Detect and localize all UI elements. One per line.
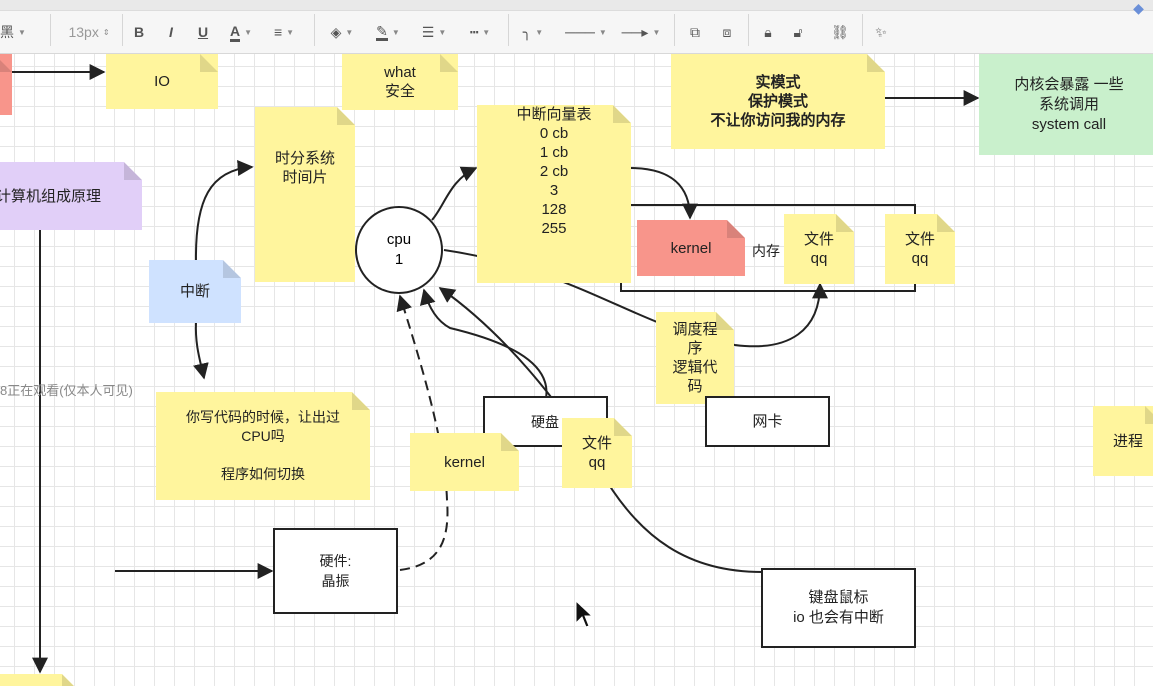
- send-back-icon: ⧈: [722, 23, 732, 40]
- scheduler-note[interactable]: 调度程 序 逻辑代 码: [656, 312, 734, 404]
- file-qq-label-3: 文件 qq: [581, 435, 612, 471]
- send-back-button[interactable]: ⧈: [714, 18, 740, 46]
- what-note[interactable]: what 安全: [342, 54, 458, 110]
- unlock-button[interactable]: 🔓︎: [786, 18, 810, 46]
- cpu-label: cpu 1: [386, 231, 412, 268]
- interrupt-label: 中断: [179, 283, 210, 300]
- network-card-label: 网卡: [752, 412, 783, 430]
- line-style-button[interactable]: ───▼: [565, 24, 607, 40]
- align-button[interactable]: ≡▼: [273, 24, 295, 40]
- yield-cpu-label: 你写代码的时候，让出过 CPU吗 程序如何切换: [186, 409, 340, 482]
- memory-label: 内存: [752, 243, 780, 259]
- file-qq-note-3[interactable]: 文件 qq: [562, 418, 632, 488]
- bring-front-icon: ⧉: [690, 23, 700, 40]
- font-family-select[interactable]: 黑▼: [0, 24, 26, 40]
- file-qq-note-1[interactable]: 文件 qq: [784, 214, 854, 284]
- mouse-cursor-icon: [575, 599, 594, 628]
- edge-disk-to-cpu[interactable]: [419, 288, 548, 399]
- lock-icon: 🔒︎: [764, 23, 772, 40]
- edge-vector-to-kernel[interactable]: [629, 167, 698, 220]
- fill-color-button[interactable]: ◈▼: [330, 23, 354, 40]
- line-icon: ───: [565, 24, 595, 40]
- diagram-canvas[interactable]: IO what 安全 时分系统 时间片 中断向量表 0 cb 1 cb 2 cb…: [0, 54, 1153, 686]
- line-width-button[interactable]: ☰▼: [421, 23, 447, 40]
- computer-principle-note[interactable]: 计算机组成原理: [0, 162, 142, 230]
- io-label: IO: [154, 73, 170, 90]
- bold-label: B: [133, 24, 145, 40]
- underline-label: U: [197, 24, 209, 40]
- process-label: 进程: [1112, 432, 1143, 450]
- interrupt-note[interactable]: 中断: [149, 260, 241, 323]
- keyboard-label: 键盘鼠标 io 也会有中断: [793, 589, 884, 626]
- edge-cpu-to-vector[interactable]: [431, 166, 478, 221]
- font-family-value: 黑: [0, 24, 14, 40]
- magic-wand-button[interactable]: ✨︎: [868, 18, 894, 46]
- crystal-label: 硬件: 晶振: [319, 553, 352, 589]
- keyboard-box[interactable]: 键盘鼠标 io 也会有中断: [761, 568, 916, 648]
- link-icon: ⛓: [831, 23, 849, 40]
- align-icon: ≡: [273, 24, 283, 40]
- unlock-icon: 🔓︎: [793, 23, 803, 40]
- italic-label: I: [169, 24, 173, 40]
- kernel-red-label: kernel: [670, 239, 712, 257]
- app-logo-icon: ◆: [1133, 0, 1144, 16]
- bottom-partial-note[interactable]: [0, 674, 80, 686]
- paint-bucket-icon: ◈: [330, 23, 342, 40]
- pen-icon: ✎: [376, 22, 388, 41]
- what-label: what 安全: [384, 64, 416, 100]
- kernel-expose-label: 内核会暴露 一些 系统调用 system call: [1014, 75, 1124, 133]
- toolbar-top-stripe: [0, 0, 1153, 11]
- connector-layer: [10, 64, 980, 674]
- left-red-block[interactable]: [0, 54, 12, 115]
- kernel-yellow-label: kernel: [444, 453, 485, 471]
- italic-button[interactable]: I: [160, 18, 182, 46]
- file-qq-label-1: 文件 qq: [803, 231, 834, 267]
- magic-wand-icon: ✨︎: [875, 23, 887, 40]
- time-slice-label: 时分系统 时间片: [274, 150, 335, 186]
- file-qq-label-2: 文件 qq: [904, 231, 935, 267]
- crystal-box[interactable]: 硬件: 晶振: [273, 528, 398, 614]
- lock-button[interactable]: 🔒︎: [756, 18, 780, 46]
- font-size-value: 13px: [68, 24, 99, 40]
- font-size-select[interactable]: 13px⇕: [68, 24, 110, 40]
- kernel-expose-box[interactable]: 内核会暴露 一些 系统调用 system call: [979, 54, 1153, 155]
- line-width-icon: ☰: [421, 23, 435, 40]
- curve-connector-icon: ╮: [522, 23, 532, 40]
- scheduler-label: 调度程 序 逻辑代 码: [672, 321, 718, 395]
- bring-front-button[interactable]: ⧉: [682, 18, 708, 46]
- io-note[interactable]: IO: [106, 54, 218, 109]
- real-mode-note[interactable]: 实模式 保护模式 不让你访问我的内存: [671, 54, 885, 149]
- network-card-box[interactable]: 网卡: [705, 396, 830, 447]
- edge-interrupt-to-timeslice[interactable]: [194, 160, 254, 263]
- bold-button[interactable]: B: [128, 18, 150, 46]
- file-qq-note-2[interactable]: 文件 qq: [885, 214, 955, 284]
- edge-crystal-to-cpu[interactable]: [396, 294, 449, 571]
- font-color-label: A: [229, 23, 241, 42]
- kernel-yellow-note[interactable]: kernel: [410, 433, 519, 491]
- line-color-button[interactable]: ✎▼: [376, 22, 400, 41]
- line-dash-button[interactable]: ┅▼: [469, 23, 491, 40]
- real-mode-label: 实模式 保护模式 不让你访问我的内存: [710, 74, 846, 129]
- kernel-red-note[interactable]: kernel: [637, 220, 745, 276]
- viewer-overlay-text: 8正在观看(仅本人可见): [0, 383, 133, 398]
- edge-interrupt-to-yield[interactable]: [193, 321, 209, 380]
- connector-style-button[interactable]: ╮▼: [522, 23, 544, 40]
- arrow-style-button[interactable]: ──▸▼: [621, 23, 661, 40]
- disk-label: 硬盘: [531, 413, 559, 430]
- cpu-node[interactable]: cpu 1: [355, 206, 443, 294]
- dash-icon: ┅: [469, 23, 479, 40]
- arrow-right-icon: ──▸: [621, 23, 649, 40]
- process-note[interactable]: 进程: [1093, 406, 1153, 476]
- underline-button[interactable]: U: [192, 18, 214, 46]
- time-slice-note[interactable]: 时分系统 时间片: [255, 107, 355, 282]
- computer-principle-label: 计算机组成原理: [0, 187, 102, 205]
- vector-table-label: 中断向量表 0 cb 1 cb 2 cb 3 128 255: [516, 106, 592, 237]
- vector-table-note[interactable]: 中断向量表 0 cb 1 cb 2 cb 3 128 255: [477, 105, 631, 283]
- toolbar: 黑▼ 13px⇕ B I U A▼ ≡▼ ◈▼ ✎▼ ☰▼ ┅▼ ╮▼ ───▼…: [0, 0, 1153, 54]
- yield-cpu-note[interactable]: 你写代码的时候，让出过 CPU吗 程序如何切换: [156, 392, 370, 500]
- font-color-button[interactable]: A▼: [224, 18, 258, 46]
- link-button[interactable]: ⛓: [826, 18, 854, 46]
